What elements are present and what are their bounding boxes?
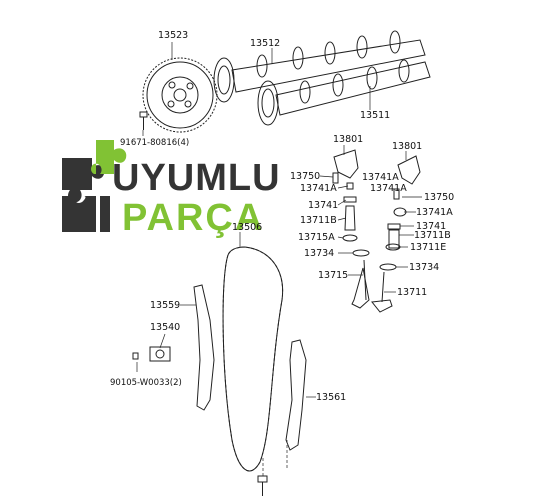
label-13750-left: 13750	[290, 171, 320, 182]
camshaft-upper	[213, 30, 426, 103]
label-13559: 13559	[150, 300, 180, 311]
rocker-arm-right	[397, 155, 421, 185]
label-bolt-tensioner: 90105-W0033(2)	[110, 378, 182, 388]
label-13715: 13715	[318, 270, 348, 281]
label-13741a-4: 13741A	[416, 207, 453, 218]
label-13741-right: 13741	[416, 221, 446, 232]
label-13750-right: 13750	[424, 192, 454, 203]
label-13715a: 13715A	[298, 232, 335, 243]
label-13561: 13561	[316, 392, 346, 403]
puzzle-icon	[62, 140, 127, 232]
leader-lines	[136, 42, 422, 476]
label-13741a-2: 13741A	[300, 183, 337, 194]
logo-line-1: UYUMLU	[112, 157, 281, 199]
label-13523: 13523	[158, 30, 188, 41]
label-13512: 13512	[250, 38, 280, 49]
label-13540: 13540	[150, 322, 180, 333]
valve-parts-left	[332, 172, 370, 309]
label-13734-right: 13734	[409, 262, 439, 273]
label-13711e: 13711E	[410, 242, 446, 253]
rocker-arm-left	[333, 149, 359, 179]
label-bolt-cam: 91671-80816(4)	[120, 138, 189, 148]
label-13801-right: 13801	[392, 141, 422, 152]
chain-guide-left	[193, 284, 215, 411]
logo-line-2: PARÇA	[122, 197, 264, 239]
brand-logo: UYUMLU PARÇA	[62, 140, 281, 239]
timing-chain	[222, 246, 284, 472]
label-13511: 13511	[360, 110, 390, 121]
label-13801-left: 13801	[333, 134, 363, 145]
chain-tensioner	[132, 346, 171, 362]
label-13711b-right: 13711B	[414, 230, 451, 241]
label-13711b-left: 13711B	[300, 215, 337, 226]
label-13741a-1: 13741A	[362, 172, 399, 183]
label-13711: 13711	[397, 287, 427, 298]
cam-sprocket	[142, 57, 218, 133]
label-13506: 13506	[232, 222, 262, 233]
label-13734-left: 13734	[304, 248, 334, 259]
bolt	[139, 111, 148, 130]
camshaft-lower	[257, 59, 431, 126]
bottom-bolt	[257, 475, 268, 496]
chain-guide-right	[285, 339, 307, 451]
label-13741-left: 13741	[308, 200, 338, 211]
label-13741a-3: 13741A	[370, 183, 407, 194]
